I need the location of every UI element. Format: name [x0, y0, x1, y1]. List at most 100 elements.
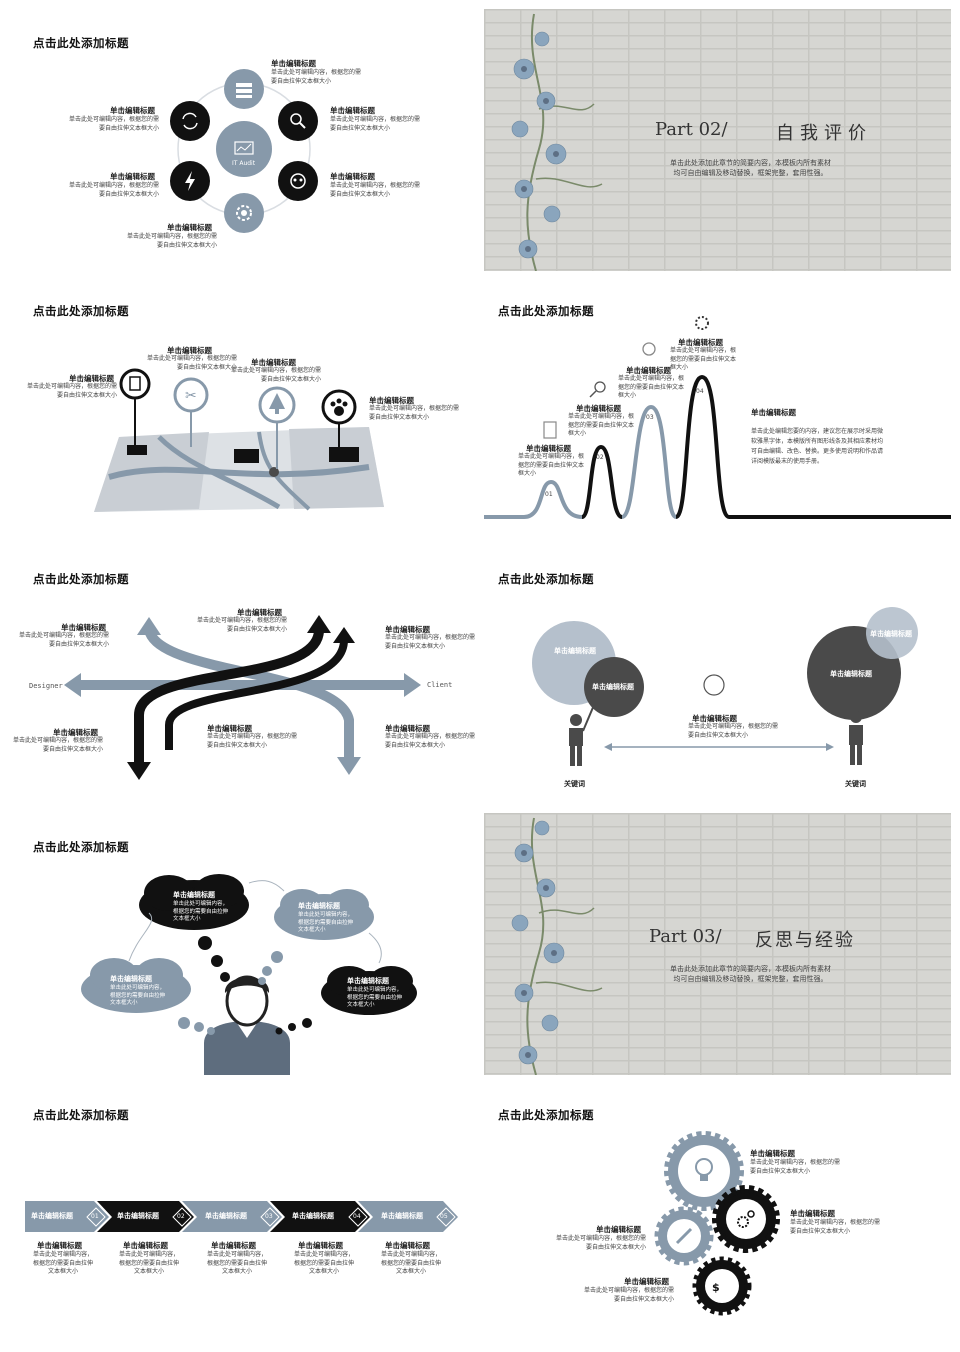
- body-pin-4: 单击此处可编辑内容，根据您的需 要自由拉伸文本框大小: [369, 405, 460, 421]
- heading-left-2: 单击编辑标题: [110, 172, 155, 181]
- body-side: 单击此处编辑您要的内容，建议您在展示时采用微 软雅黑字体，本模版所有图形线条及其…: [751, 428, 884, 465]
- body-step-1: 单击此处可编辑内容，根 据您的需要自由拉伸文本 框大小: [518, 453, 585, 477]
- step-num-1: 01: [545, 491, 553, 498]
- heading-right-2: 单击编辑标题: [330, 172, 375, 181]
- body-a2: 单击此处可编辑内容，根据您的需 要自由拉伸文本框大小: [197, 617, 288, 633]
- cloud-heading-1: 单击编辑标题: [173, 891, 215, 899]
- heading-pin-2: 单击编辑标题: [167, 346, 212, 355]
- heading-side: 单击编辑标题: [751, 408, 796, 417]
- body-pin-1: 单击此处可编辑内容，根据您的需 要自由拉伸文本框大小: [27, 383, 118, 399]
- part-title: 反思与经验: [755, 930, 855, 951]
- body-a6: 单击此处可编辑内容，根据您的需 要自由拉伸文本框大小: [385, 733, 476, 749]
- heading-a1: 单击编辑标题: [61, 623, 106, 632]
- col-body-3: 单击此处可编辑内容， 根据您的需要自由拉伸 文本框大小: [207, 1251, 268, 1275]
- cloud-body-3: 单击此处可编辑内容， 根据您的需要自由拉伸 文本框大小: [347, 987, 403, 1008]
- col-body-5: 单击此处可编辑内容， 根据您的需要自由拉伸 文本框大小: [381, 1251, 442, 1275]
- col-heading-5: 单击编辑标题: [385, 1241, 430, 1250]
- tab-label-2: 单击编辑标题: [117, 1212, 159, 1220]
- heading-right-1: 单击编辑标题: [330, 106, 375, 115]
- tab-num-5: 05: [440, 1213, 448, 1220]
- keyword-right: 关键词: [845, 780, 866, 788]
- tab-num-3: 03: [265, 1213, 273, 1220]
- gear-heading-4: 单击编辑标题: [624, 1277, 669, 1286]
- heading-a6: 单击编辑标题: [385, 724, 430, 733]
- body-center: 单击此处可编辑内容，根据您的需 要自由拉伸文本框大小: [688, 723, 779, 739]
- flower-vine-decoration: [511, 817, 603, 1075]
- tab-label-5: 单击编辑标题: [381, 1212, 423, 1220]
- body-right-1: 单击此处可编辑内容，根据您的需 要自由拉伸文本框大小: [330, 116, 421, 132]
- slide-7-clouds: 点击此处添加标题 单击编辑标题 单击此处可编辑内容， 根据您的需要自由拉伸 文本…: [9, 813, 476, 1075]
- step-num-3: 03: [646, 414, 654, 421]
- cloud-heading-2: 单击编辑标题: [298, 902, 340, 910]
- gear-body-4: 单击此处可编辑内容，根据您的需 要自由拉伸文本框大小: [584, 1287, 675, 1303]
- tab-label-4: 单击编辑标题: [292, 1212, 334, 1220]
- col-body-1: 单击此处可编辑内容， 根据您的需要自由拉伸 文本框大小: [33, 1251, 94, 1275]
- body-step-4: 单击此处可编辑内容，根 据您的需要自由拉伸文本 框大小: [670, 347, 737, 371]
- slide-title: 点击此处添加标题: [33, 304, 129, 318]
- heading-top: 单击编辑标题: [271, 59, 316, 68]
- thought-clouds-graphic: [81, 874, 417, 1075]
- bubble-heading-3: 单击编辑标题: [830, 670, 872, 678]
- heading-center: 单击编辑标题: [692, 714, 737, 723]
- body-left-2: 单击此处可编辑内容，根据您的需 要自由拉伸文本框大小: [69, 182, 160, 198]
- heading-step-2: 单击编辑标题: [576, 404, 621, 413]
- slide-3-map: 点击此处添加标题 ✂ 单击编辑标题 单击此处可编辑内容，根据您的需 要自由拉伸文…: [9, 277, 476, 539]
- cloud-heading-3: 单击编辑标题: [347, 977, 389, 985]
- heading-pin-4: 单击编辑标题: [369, 396, 414, 405]
- tab-num-4: 04: [353, 1213, 361, 1220]
- part-number: Part 02/: [655, 119, 728, 140]
- heading-step-1: 单击编辑标题: [526, 444, 571, 453]
- center-label: IT Audit: [232, 160, 256, 167]
- gear-heading-1: 单击编辑标题: [750, 1149, 795, 1158]
- body-a4: 单击此处可编辑内容，根据您的需 要自由拉伸文本框大小: [13, 737, 104, 753]
- bubble-heading-4: 单击编辑标题: [870, 630, 912, 638]
- body-right-2: 单击此处可编辑内容，根据您的需 要自由拉伸文本框大小: [330, 182, 421, 198]
- slide-4-steps: 点击此处添加标题 01 02 03 04 单击编辑标题 单击此处可编辑内容，根 …: [484, 277, 951, 539]
- tab-label-1: 单击编辑标题: [31, 1212, 73, 1220]
- col-body-4: 单击此处可编辑内容， 根据您的需要自由拉伸 文本框大小: [294, 1251, 355, 1275]
- slide-title: 点击此处添加标题: [33, 572, 129, 586]
- part-title: 自我评价: [776, 123, 872, 144]
- crossing-arrows-graphic: [64, 615, 421, 780]
- part-number: Part 03/: [649, 926, 722, 947]
- slide-1-circle-diagram: 点击此处添加标题 IT Audit 单击编辑标题 单击此处可编辑内容，根据您的需…: [9, 9, 476, 271]
- col-heading-4: 单击编辑标题: [298, 1241, 343, 1250]
- gear-body-1: 单击此处可编辑内容，根据您的需 要自由拉伸文本框大小: [750, 1159, 841, 1175]
- slide-title: 点击此处添加标题: [33, 36, 129, 50]
- slide-8-part03: Part 03/ 反思与经验 单击此处添加此章节的简要内容，本模板内所有素材 均…: [484, 813, 951, 1075]
- part-desc: 单击此处添加此章节的简要内容，本模板内所有素材 均可自由编辑及移动替换，框架完整…: [670, 965, 831, 983]
- slide-title: 点击此处添加标题: [498, 572, 594, 586]
- keyword-left: 关键词: [564, 780, 585, 788]
- slide-9-tabs: 点击此处添加标题 单击编辑标题 01 单击编辑标题 02 单击编辑标题 03 单…: [9, 1081, 476, 1343]
- tab-bar-graphic: [25, 1201, 458, 1232]
- heading-a2: 单击编辑标题: [237, 608, 282, 617]
- slide-6-keywords: 点击此处添加标题 单击编辑标题 单击编辑标题 单击编辑标题 单击编辑标题 单击编…: [484, 545, 951, 807]
- part-desc: 单击此处添加此章节的简要内容，本模板内所有素材 均可自由编辑及移动替换，框架完整…: [670, 159, 831, 177]
- gear-body-2: 单击此处可编辑内容，根据您的需 要自由拉伸文本框大小: [790, 1219, 881, 1235]
- svg-text:✂: ✂: [185, 388, 197, 404]
- label-designer: Designer: [29, 682, 63, 690]
- col-heading-3: 单击编辑标题: [211, 1241, 256, 1250]
- cloud-heading-4: 单击编辑标题: [110, 975, 152, 983]
- flower-vine-decoration: [511, 13, 603, 271]
- body-step-3: 单击此处可编辑内容，根 据您的需要自由拉伸文本 框大小: [618, 375, 685, 399]
- tab-label-3: 单击编辑标题: [205, 1212, 247, 1220]
- slide-5-arrows: 点击此处添加标题 Designer Client 单击编辑标题 单击此处可编辑内…: [9, 545, 476, 807]
- svg-text:$: $: [712, 1281, 720, 1294]
- cloud-body-2: 单击此处可编辑内容， 根据您的需要自由拉伸 文本框大小: [298, 912, 354, 933]
- heading-step-3: 单击编辑标题: [626, 366, 671, 375]
- heading-a5: 单击编辑标题: [207, 724, 252, 733]
- cloud-body-1: 单击此处可编辑内容， 根据您的需要自由拉伸 文本框大小: [173, 901, 229, 922]
- label-client: Client: [427, 681, 453, 689]
- body-top: 单击此处可编辑内容，根据您的需 要自由拉伸文本框大小: [271, 69, 362, 85]
- slide-title: 点击此处添加标题: [498, 1108, 594, 1122]
- folded-map-illustration: ✂: [94, 368, 384, 512]
- slide-2-part02: Part 02/ 自我评价 单击此处添加此章节的简要内容，本模板内所有素材 均可…: [484, 9, 951, 271]
- slide-10-gears: 点击此处添加标题 $ 单击编辑标题 单击此处可编辑内容，根据您的需 要自由拉伸文…: [484, 1081, 951, 1343]
- heading-step-4: 单击编辑标题: [678, 338, 723, 347]
- venn-bubbles-graphic: [532, 607, 918, 766]
- body-pin-2: 单击此处可编辑内容，根据您的需 要自由拉伸文本框大小: [147, 355, 238, 371]
- slide-title: 点击此处添加标题: [33, 1108, 129, 1122]
- gear-heading-3: 单击编辑标题: [596, 1225, 641, 1234]
- heading-pin-1: 单击编辑标题: [69, 374, 114, 383]
